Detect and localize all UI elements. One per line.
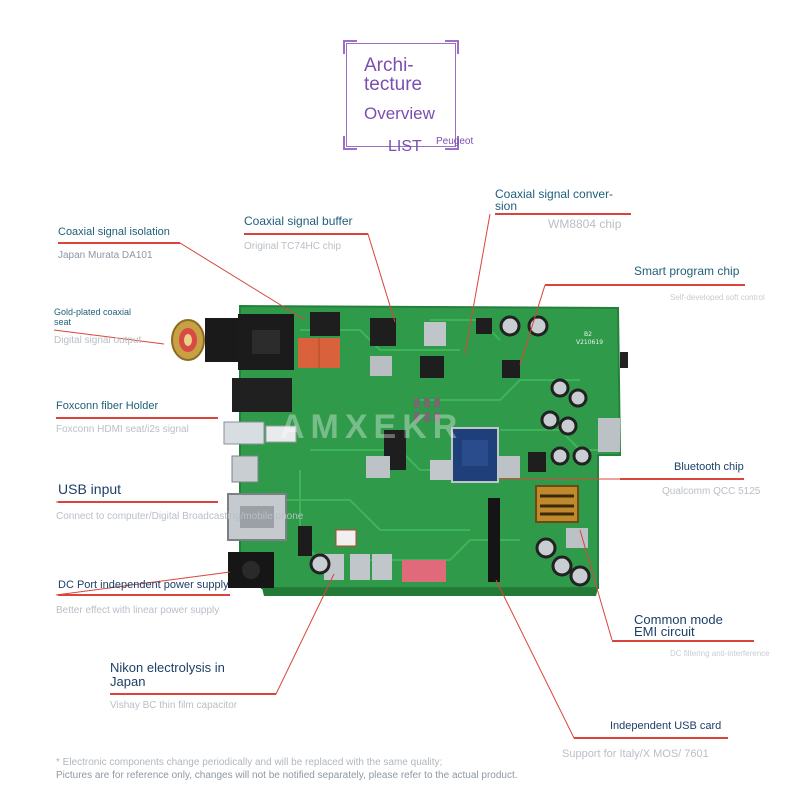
sublabel-fiber-holder: Foxconn HDMI seat/i2s signal (56, 424, 189, 435)
title-brand: Peugeot (436, 136, 474, 147)
sublabel-smart-chip: Self-developed soft control (670, 293, 765, 302)
buffer-ic (370, 318, 396, 346)
label-rule (574, 737, 728, 739)
sublabel-coax-conversion: WM8804 chip (548, 217, 622, 231)
label-gold-coax: Gold-plated coaxial seat (54, 307, 132, 327)
label-smart-chip: Smart program chip (634, 264, 740, 278)
isolation-transformer (310, 312, 340, 336)
label-nikon: Nikon electrolysis in Japan (110, 660, 225, 689)
frame-corner (445, 136, 459, 150)
label-dc-port: DC Port independent power supply (58, 579, 229, 591)
title-line-1: Archi- (364, 55, 414, 76)
frame-corner (445, 40, 459, 54)
sublabel-coax-buffer: Original TC74HC chip (244, 241, 342, 252)
label-usb-card: Independent USB card (610, 720, 722, 732)
footnote-line-1: * Electronic components change periodica… (56, 757, 443, 768)
title-line-2: tecture (364, 74, 423, 95)
title-list: LIST (388, 138, 422, 155)
sublabel-nikon: Vishay BC thin film capacitor (110, 700, 238, 711)
label-emi: Common mode EMI circuit (634, 612, 723, 639)
label-rule (244, 233, 368, 235)
pcb-label-1: B2 (584, 331, 592, 338)
label-usb-input: USB input (58, 481, 122, 497)
label-rule (58, 501, 218, 503)
usb-c-port (231, 455, 259, 483)
label-coax-isolation: Coaxial signal isolation (58, 226, 170, 238)
hdmi-seat (232, 378, 292, 412)
title-heading: Archi- tecture (364, 56, 444, 94)
wm8804-chip (420, 356, 444, 378)
gray-component (370, 356, 392, 376)
label-bluetooth: Bluetooth chip (674, 461, 744, 473)
footnote: * Electronic components change periodica… (56, 756, 596, 782)
label-rule (110, 693, 276, 695)
label-rule (620, 478, 744, 480)
label-rule (612, 640, 754, 642)
frame-corner (343, 136, 357, 150)
switch (620, 352, 628, 368)
frame-corner (343, 40, 357, 54)
pcb-label-2: V210619 (576, 339, 603, 346)
relay (335, 529, 357, 547)
sublabel-gold-coax: Digital signal output (54, 335, 142, 346)
sublabel-emi: DC filtering anti-interference (670, 649, 770, 658)
rca-jack (171, 318, 241, 362)
label-rule (58, 594, 230, 596)
sublabel-bluetooth: Qualcomm QCC 5125 (662, 486, 761, 497)
label-fiber-holder: Foxconn fiber Holder (56, 400, 159, 412)
smart-program-chip (502, 360, 520, 378)
sublabel-usb-card: Support for Italy/X MOS/ 7601 (562, 748, 709, 760)
electrolytic-capacitors (309, 315, 592, 587)
sublabel-coax-isolation: Japan Murata DA101 (58, 250, 153, 261)
micro-usb-port (223, 421, 265, 445)
label-rule (56, 417, 218, 419)
sublabel-dc-port: Better effect with linear power supply (56, 605, 220, 616)
title-frame (343, 40, 459, 150)
label-coax-conversion: Coaxial signal conver- sion (495, 187, 614, 213)
pcb-edge (262, 588, 598, 596)
footnote-line-2: Pictures are for reference only, changes… (56, 770, 518, 781)
label-rule (545, 284, 745, 286)
thin-film-capacitor (402, 560, 446, 582)
label-rule (58, 242, 180, 244)
sublabel-usb-input: Connect to computer/Digital Broadcasting… (56, 511, 304, 522)
label-rule (495, 213, 631, 215)
pin-header (488, 498, 500, 582)
common-mode-choke (535, 485, 579, 523)
watermark: AMXEKR (280, 408, 463, 446)
connector-white (265, 425, 297, 443)
label-coax-buffer: Coaxial signal buffer (244, 214, 353, 228)
title-overview: Overview (364, 104, 435, 123)
